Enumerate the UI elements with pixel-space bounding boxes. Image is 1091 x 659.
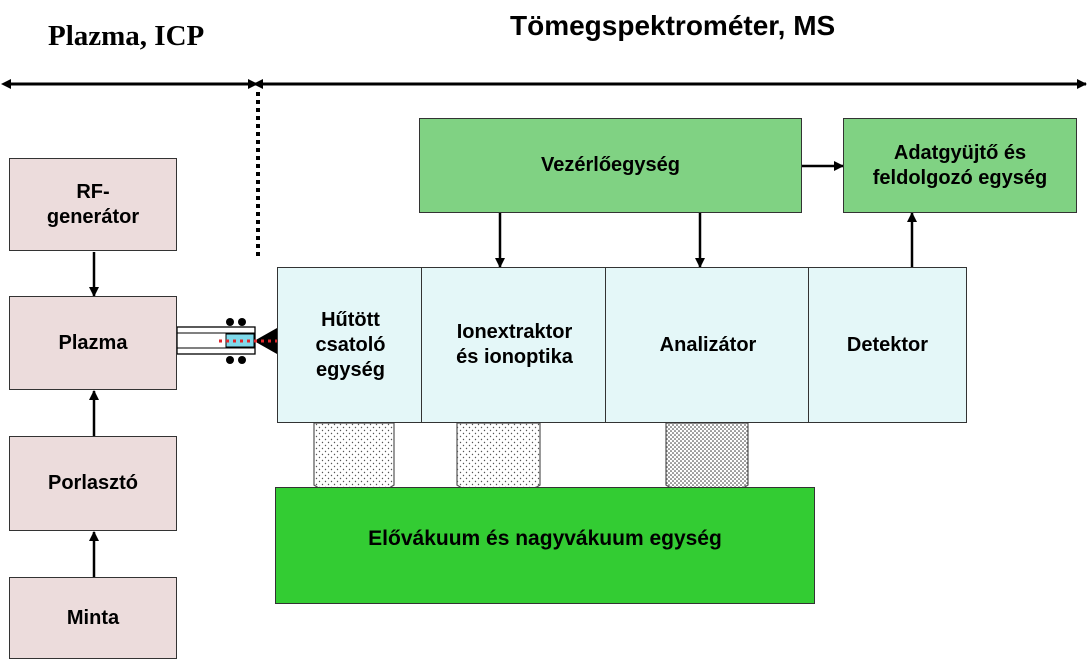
icp-section-title: Plazma, ICP xyxy=(48,20,205,52)
analizator-block: Analizátor xyxy=(605,267,811,423)
detektor-block: Detektor xyxy=(808,267,967,423)
adatgyujto-block: Adatgyüjtő és feldolgozó egység xyxy=(843,118,1077,213)
vakuum-block: Elővákuum és nagyvákuum egység xyxy=(275,487,815,604)
hutott-csatolo-block: Hűtött csatoló egység xyxy=(277,267,424,423)
minta-block: Minta xyxy=(9,577,177,659)
torch-interface xyxy=(176,318,301,364)
ionextraktor-block: Ionextraktor és ionoptika xyxy=(421,267,608,423)
plazma-block: Plazma xyxy=(9,296,177,390)
ms-section-title: Tömegspektrométer, MS xyxy=(510,10,836,41)
porlaszto-block: Porlasztó xyxy=(9,436,177,531)
rf-generator-block: RF- generátor xyxy=(9,158,177,251)
vezerlo-block: Vezérlőegység xyxy=(419,118,802,213)
